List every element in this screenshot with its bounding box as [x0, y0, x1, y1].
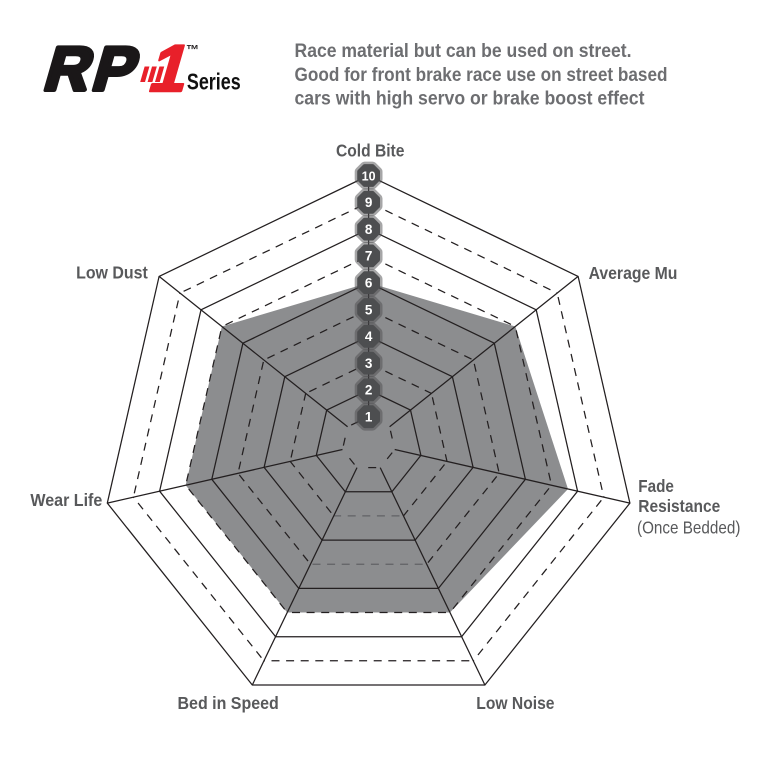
- svg-text:7: 7: [365, 249, 373, 264]
- svg-text:3: 3: [365, 356, 373, 371]
- svg-text:(Once Bedded): (Once Bedded): [637, 517, 740, 537]
- svg-text:Wear Life: Wear Life: [30, 490, 102, 510]
- svg-text:Low Noise: Low Noise: [476, 693, 554, 713]
- svg-text:Good for front brake race use: Good for front brake race use on street …: [295, 65, 668, 86]
- svg-text:cars with high servo or brake: cars with high servo or brake boost effe…: [295, 88, 646, 109]
- svg-text:4: 4: [365, 329, 373, 344]
- svg-text:Series: Series: [187, 69, 241, 95]
- svg-text:Bed in Speed: Bed in Speed: [178, 693, 279, 713]
- svg-text:Average Mu: Average Mu: [589, 263, 678, 283]
- svg-text:Race material but can be used: Race material but can be used on street.: [295, 41, 632, 62]
- svg-text:5: 5: [365, 302, 373, 317]
- svg-text:10: 10: [362, 169, 376, 183]
- svg-text:8: 8: [365, 222, 373, 237]
- svg-text:9: 9: [365, 195, 373, 210]
- svg-text:Low Dust: Low Dust: [76, 262, 148, 282]
- svg-text:6: 6: [365, 276, 373, 291]
- svg-text:2: 2: [365, 383, 373, 398]
- svg-text:RP: RP: [37, 35, 150, 104]
- svg-text:Resistance: Resistance: [638, 496, 720, 516]
- svg-text:Fade: Fade: [638, 476, 674, 496]
- svg-text:1: 1: [365, 410, 373, 425]
- svg-text:™: ™: [186, 42, 199, 57]
- svg-text:Cold Bite: Cold Bite: [336, 141, 405, 161]
